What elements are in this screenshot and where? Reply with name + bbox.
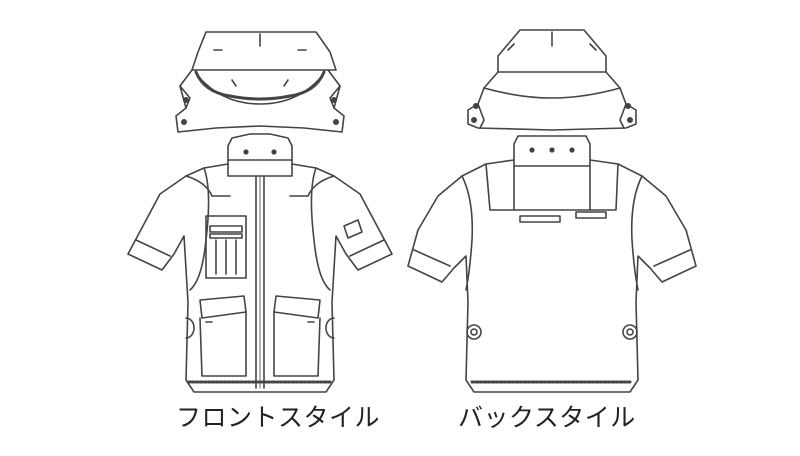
front-style-caption: フロントスタイル <box>176 403 381 432</box>
back-hood <box>467 29 637 131</box>
front-hood <box>175 31 345 133</box>
back-style-caption: バックスタイル <box>458 403 636 432</box>
back-jacket <box>407 135 697 393</box>
front-jacket <box>127 133 393 393</box>
